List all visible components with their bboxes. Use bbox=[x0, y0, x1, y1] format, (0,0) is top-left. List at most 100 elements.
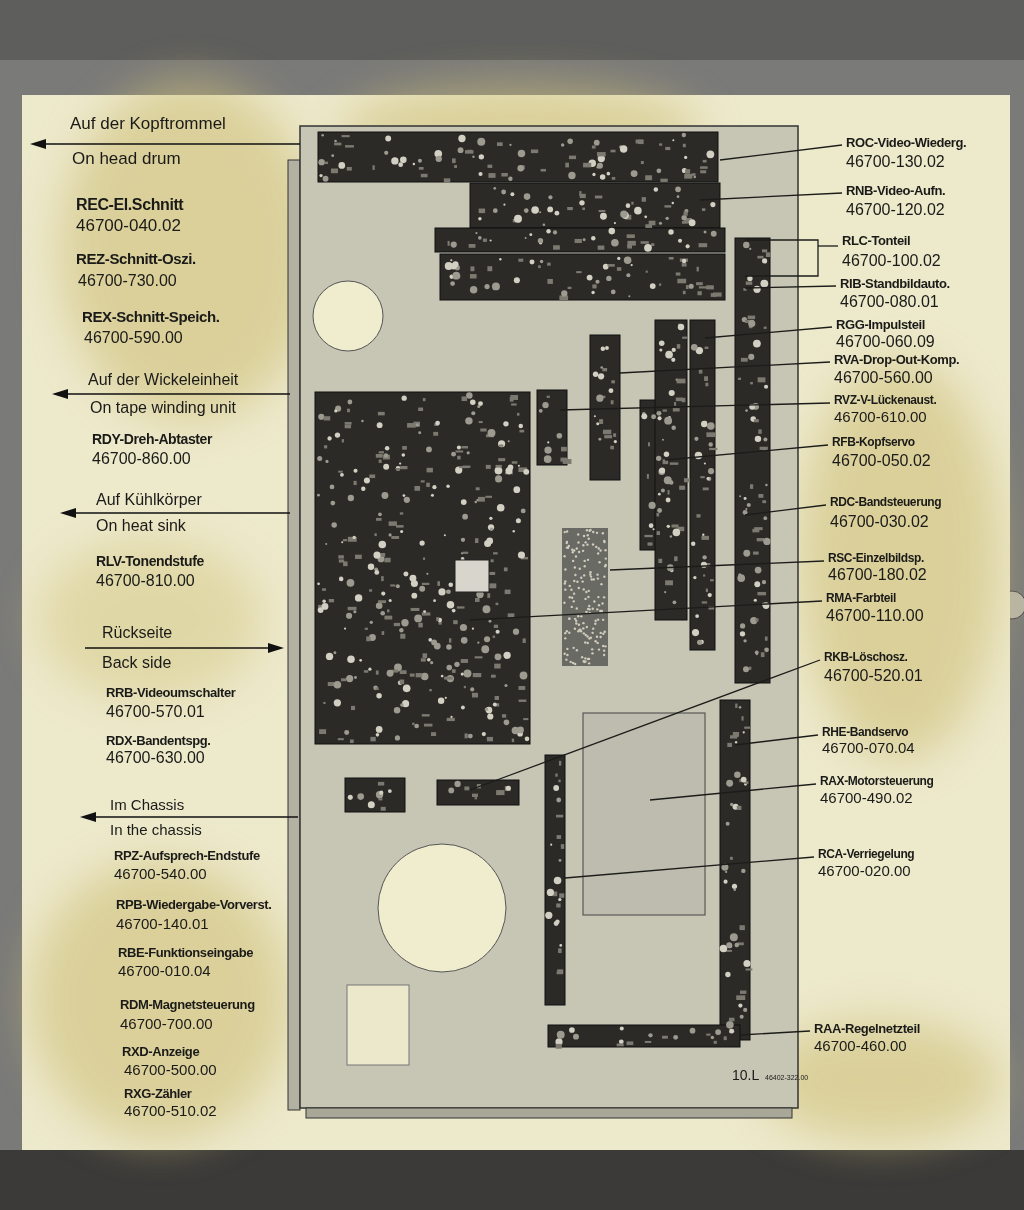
component bbox=[749, 667, 751, 670]
heading: Auf der Kopftrommel bbox=[70, 115, 226, 134]
heading: Im Chassis bbox=[110, 797, 184, 814]
speckle bbox=[590, 637, 592, 639]
component bbox=[373, 551, 380, 558]
component bbox=[475, 232, 477, 234]
component bbox=[652, 502, 654, 504]
component bbox=[743, 666, 749, 672]
component bbox=[446, 485, 449, 488]
component bbox=[422, 612, 431, 615]
component bbox=[338, 162, 345, 169]
component bbox=[684, 174, 692, 179]
component bbox=[703, 574, 705, 576]
component bbox=[609, 388, 614, 393]
leader-line bbox=[665, 445, 828, 460]
leader-line bbox=[705, 327, 832, 338]
component bbox=[446, 644, 452, 650]
component bbox=[347, 409, 350, 413]
cut-out bbox=[347, 985, 409, 1065]
component bbox=[374, 533, 376, 536]
component bbox=[427, 468, 433, 473]
component bbox=[418, 623, 422, 628]
component bbox=[353, 536, 356, 539]
component bbox=[714, 1041, 717, 1044]
speckle bbox=[576, 649, 578, 651]
speckle bbox=[591, 578, 593, 580]
component bbox=[758, 494, 763, 498]
component bbox=[524, 193, 531, 200]
component bbox=[487, 429, 495, 437]
speckle bbox=[575, 555, 577, 557]
speckle bbox=[572, 647, 574, 649]
speckle bbox=[573, 592, 575, 594]
component bbox=[381, 576, 384, 581]
arrow-line bbox=[64, 393, 290, 395]
component bbox=[462, 446, 468, 448]
component bbox=[702, 534, 704, 536]
component bbox=[611, 150, 616, 153]
component bbox=[431, 494, 434, 497]
component bbox=[709, 448, 717, 450]
component bbox=[402, 396, 407, 401]
component bbox=[376, 602, 383, 609]
component bbox=[748, 354, 754, 360]
component bbox=[465, 150, 473, 154]
component bbox=[472, 794, 478, 797]
component bbox=[452, 158, 456, 163]
component bbox=[343, 539, 347, 541]
component bbox=[555, 774, 557, 777]
print-code: 46402-322.00 bbox=[765, 1074, 808, 1082]
speckle bbox=[575, 622, 577, 624]
component bbox=[493, 702, 497, 706]
component bbox=[547, 207, 553, 213]
component bbox=[345, 425, 351, 429]
component bbox=[658, 468, 665, 475]
component bbox=[559, 761, 561, 766]
component bbox=[374, 570, 379, 575]
component bbox=[697, 291, 701, 295]
component bbox=[669, 390, 675, 396]
component bbox=[596, 422, 599, 425]
component bbox=[492, 282, 500, 290]
component bbox=[407, 423, 416, 428]
speckle bbox=[582, 622, 584, 624]
component bbox=[555, 211, 560, 216]
component bbox=[757, 256, 763, 259]
component bbox=[682, 398, 686, 402]
part-number: 46700-490.02 bbox=[820, 790, 913, 807]
component bbox=[448, 241, 450, 246]
speckle bbox=[598, 648, 600, 650]
component bbox=[461, 538, 465, 542]
component bbox=[754, 419, 759, 422]
component bbox=[598, 246, 605, 250]
speckle bbox=[583, 574, 585, 576]
component bbox=[710, 579, 714, 581]
component bbox=[541, 169, 546, 172]
component bbox=[755, 567, 762, 574]
component bbox=[464, 686, 466, 688]
component bbox=[411, 593, 417, 599]
component bbox=[740, 1015, 744, 1019]
component bbox=[550, 844, 552, 846]
component bbox=[322, 603, 329, 610]
component bbox=[755, 436, 761, 442]
speckle bbox=[584, 598, 586, 600]
part-number: 46700-540.00 bbox=[114, 866, 207, 883]
speckle bbox=[564, 632, 566, 634]
component bbox=[592, 284, 596, 288]
component bbox=[495, 696, 499, 700]
component bbox=[462, 396, 467, 401]
board-name: RHE-Bandservo bbox=[822, 726, 908, 739]
component bbox=[518, 259, 523, 262]
component bbox=[418, 408, 423, 411]
leader-line bbox=[700, 193, 842, 200]
label-paper bbox=[22, 95, 1010, 1150]
board bbox=[440, 254, 725, 300]
component bbox=[494, 625, 498, 628]
component bbox=[727, 943, 732, 948]
component bbox=[673, 529, 681, 537]
stain bbox=[60, 80, 320, 420]
component bbox=[739, 495, 741, 497]
component bbox=[691, 542, 695, 546]
board bbox=[545, 755, 565, 1005]
component bbox=[743, 960, 750, 967]
